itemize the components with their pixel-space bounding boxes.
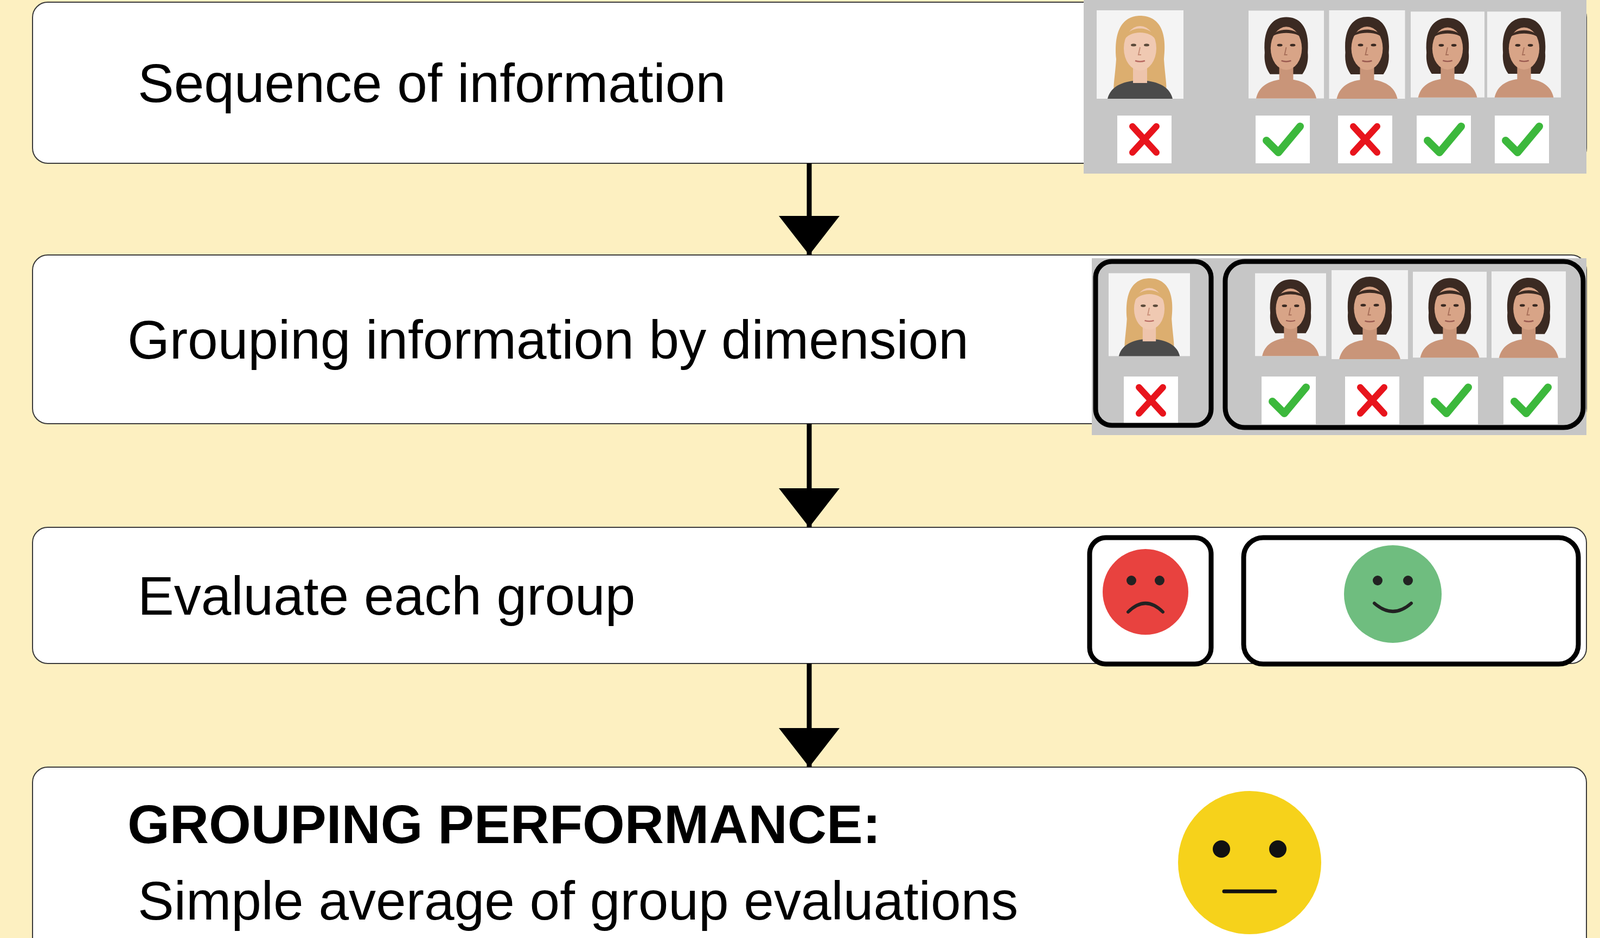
face-photo: [1255, 273, 1327, 357]
process-box: GROUPING PERFORMANCE:Simple average of g…: [32, 766, 1587, 938]
box-label: Sequence of information: [137, 50, 1169, 116]
face-photo: [1248, 10, 1324, 99]
cross-mark: [1123, 376, 1179, 425]
box-outline: [32, 527, 1587, 664]
group-frame: [1095, 261, 1212, 426]
check-mark: [1261, 376, 1316, 425]
group-frame: [1089, 537, 1212, 664]
box-body: Simple average of group evaluations: [137, 862, 1196, 938]
face-photo: [1412, 271, 1487, 358]
flow-arrow: [807, 423, 812, 528]
check-mark: [1416, 115, 1471, 164]
face-photo: [1410, 11, 1485, 98]
check-mark: [1494, 115, 1550, 164]
face-photo: [1487, 11, 1561, 98]
check-mark: [1423, 376, 1478, 425]
check-mark: [1503, 376, 1558, 425]
process-box: Grouping information by dimension: [32, 254, 1587, 424]
check-mark: [1255, 115, 1310, 164]
face-photo: [1096, 10, 1184, 99]
sequence-panel: [1083, 0, 1587, 174]
cross-mark: [1345, 376, 1400, 425]
evaluation-icons: [1089, 537, 1579, 664]
process-box: Evaluate each group: [32, 527, 1587, 664]
face-photo: [1108, 273, 1190, 357]
box-outline: [32, 2, 1587, 164]
neutral-face: [1178, 790, 1322, 934]
box-label: Grouping information by dimension: [127, 306, 1158, 373]
sad-face: [1102, 548, 1189, 635]
cross-mark: [1117, 115, 1172, 164]
grouped-panel: [1091, 258, 1587, 435]
cross-mark: [1338, 115, 1393, 164]
box-label: Evaluate each group: [137, 562, 1169, 629]
box-outline: [32, 766, 1587, 938]
happy-face: [1344, 545, 1442, 643]
flow-arrow: [807, 163, 812, 255]
box-label: GROUPING PERFORMANCE:: [127, 785, 1186, 863]
flow-arrow: [807, 663, 812, 767]
group-frame: [1225, 261, 1584, 428]
box-outline: [32, 254, 1587, 424]
face-photo: [1491, 271, 1566, 358]
group-frame: [1243, 537, 1579, 664]
process-box: Sequence of information: [32, 2, 1587, 164]
face-photo: [1331, 270, 1408, 360]
face-photo: [1329, 10, 1406, 99]
